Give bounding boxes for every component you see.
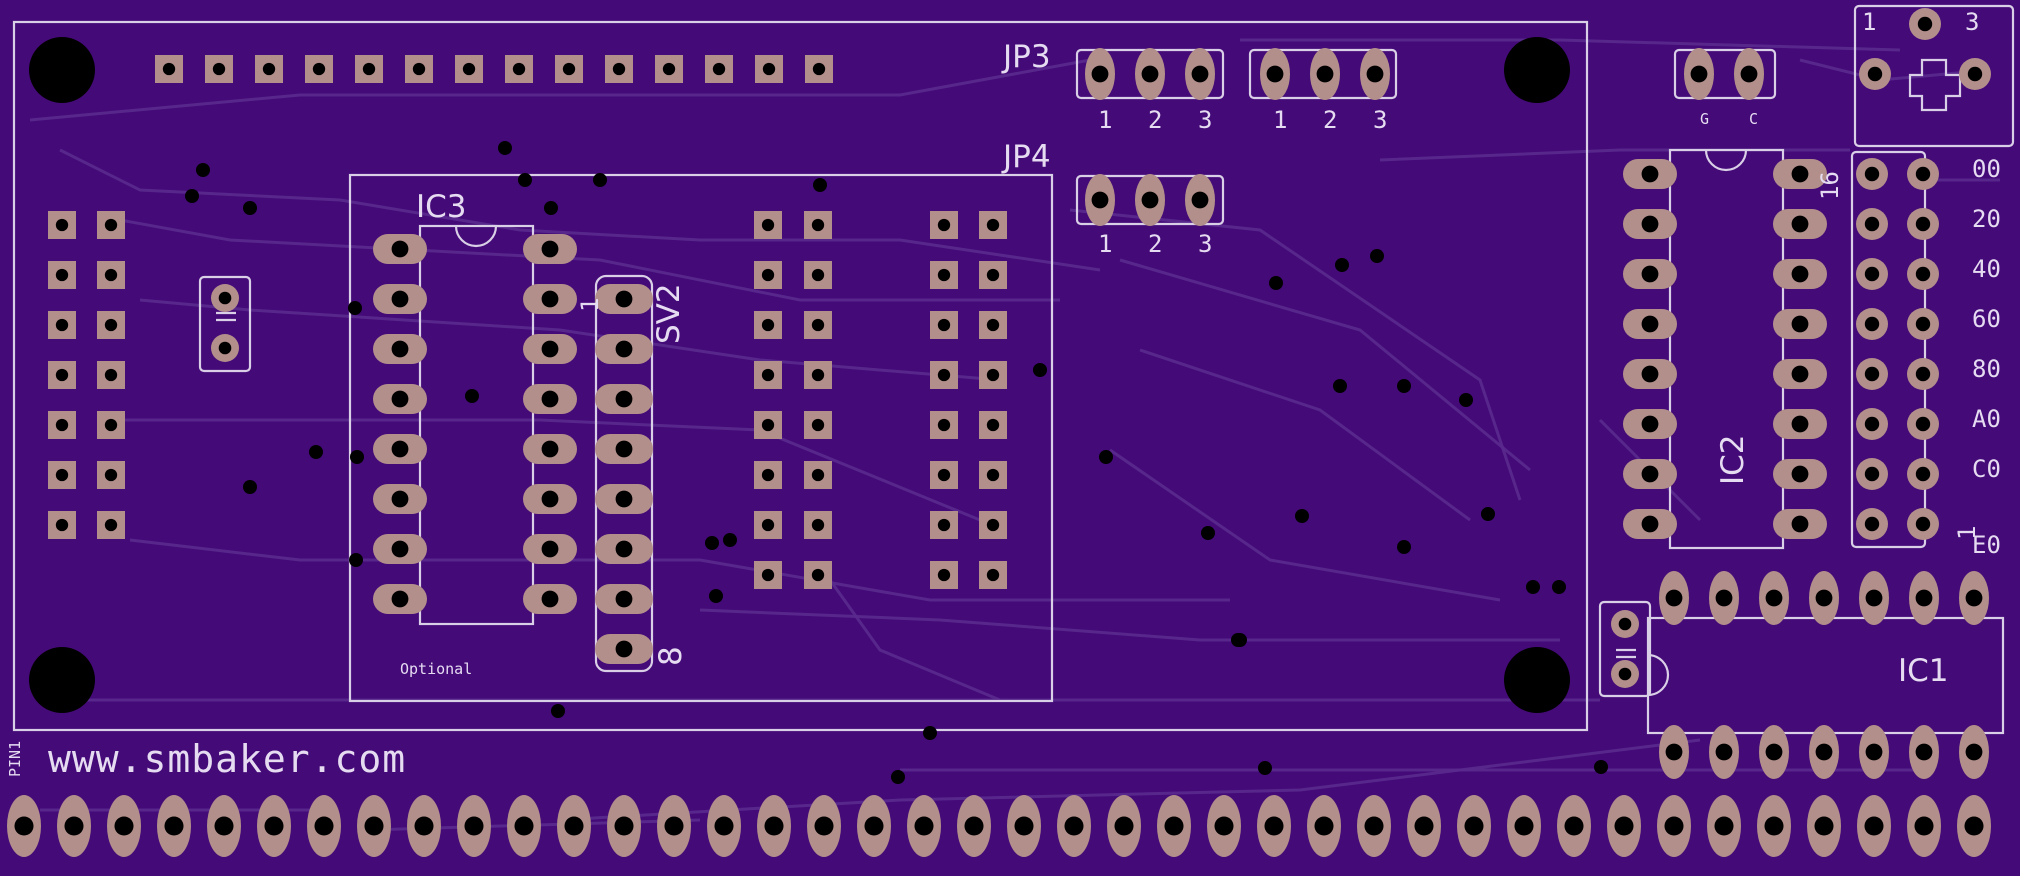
via [551,704,565,718]
jp4-pin2: 2 [1148,230,1163,258]
silkscreen [12,4,2015,735]
via [1033,363,1047,377]
sv2-label: SV2 [651,283,687,344]
jp4-label: JP4 [1003,139,1051,175]
via [1099,450,1113,464]
edge-connector-pads [7,795,1991,857]
capacitor-pads [211,284,1639,688]
via [813,178,827,192]
ic2-pads [1623,159,1827,539]
via [1370,249,1384,263]
c-label: C [1749,110,1759,128]
via [1552,580,1566,594]
via [498,141,512,155]
jp3b-pin1: 1 [1273,106,1288,134]
via [1526,580,1540,594]
jp3-label: JP3 [1003,39,1051,75]
via [1258,761,1272,775]
via [1333,379,1347,393]
sv2-pin1-label: 1 [576,297,604,312]
via [196,163,210,177]
dip-label-80: 80 [1972,355,2001,383]
ic1-label: IC1 [1898,653,1949,689]
via [1459,393,1473,407]
website-label: www.smbaker.com [48,737,407,781]
jp4-pin3: 3 [1198,230,1213,258]
via [1594,760,1608,774]
via [1233,633,1247,647]
via [243,201,257,215]
jp3-pin1: 1 [1098,106,1113,134]
via [723,533,737,547]
via [544,201,558,215]
optional-label: Optional [400,660,473,678]
pin1-label: PIN1 [6,740,24,777]
via [518,173,532,187]
ic2-label: IC2 [1715,434,1751,485]
ic2-pin16-label: 16 [1816,171,1844,200]
dip-label-60: 60 [1972,305,2001,333]
sv2-pads [595,284,653,664]
via [1335,258,1349,272]
via [705,536,719,550]
vias [185,141,1608,784]
via [349,553,363,567]
via [243,480,257,494]
dip-label-00: 00 [1972,155,2001,183]
ic3-label: IC3 [416,189,467,225]
left-header-pads [48,211,125,539]
via [709,589,723,603]
jp3-pin3: 3 [1198,106,1213,134]
via [1269,276,1283,290]
dip-label-c0: C0 [1972,455,2001,483]
via [1481,507,1495,521]
pot-pin3-label: 3 [1965,8,1980,36]
jumper-pads [1085,48,1764,226]
ic3-pads [373,234,577,614]
via [309,445,323,459]
via [593,173,607,187]
via [1397,379,1411,393]
mounting-holes [29,37,1570,713]
via [1201,526,1215,540]
via [923,726,937,740]
ic1-pads [1659,571,1989,779]
via [465,389,479,403]
dip-label-20: 20 [1972,205,2001,233]
middle-pad-arrays [754,211,1007,589]
jp3-pin2: 2 [1148,106,1163,134]
sv2-pin8-label: 8 [653,646,689,666]
potentiometer-pads [1859,8,1991,90]
dip-label-a0: A0 [1972,405,2001,433]
pot-pin1-label: 1 [1862,8,1877,36]
top-header-pads [155,55,833,83]
via [1295,509,1309,523]
via [348,301,362,315]
via [891,770,905,784]
dip-label-40: 40 [1972,255,2001,283]
jp4-pin1: 1 [1098,230,1113,258]
via [350,450,364,464]
dip-label-e0: E0 [1972,531,2001,559]
via [1397,540,1411,554]
jp3b-pin3: 3 [1373,106,1388,134]
via [185,189,199,203]
jp3b-pin2: 2 [1323,106,1338,134]
dip-switch-pads [1856,158,1939,540]
g-label: G [1700,110,1710,128]
